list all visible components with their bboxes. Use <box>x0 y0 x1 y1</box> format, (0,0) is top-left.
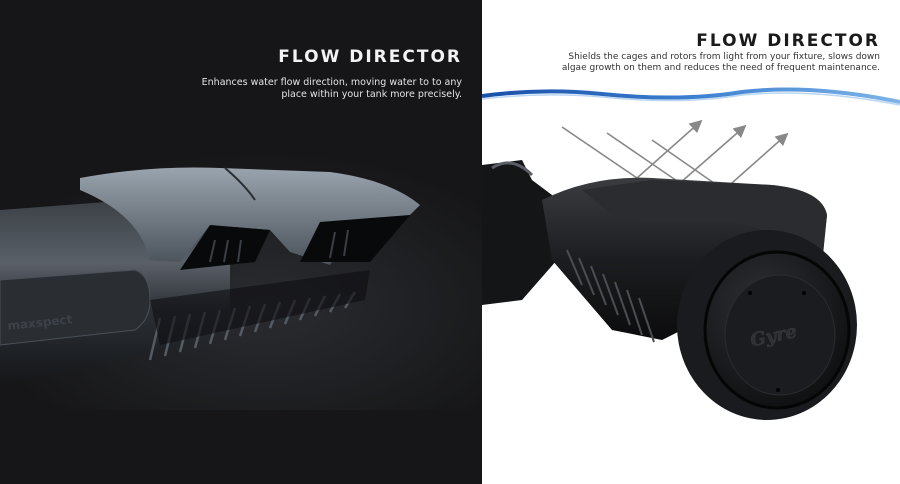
description-line: Shields the cages and rotors from light … <box>568 52 880 62</box>
water-surface-line <box>482 87 900 104</box>
feature-title: FLOW DIRECTOR <box>278 47 462 67</box>
maxspect-logo: maxspect <box>7 312 73 333</box>
description-line: algae growth on them and reduces the nee… <box>561 63 880 73</box>
left-feature-panel: maxspect <box>0 0 482 484</box>
description-line: place within your tank more precisely. <box>281 89 462 100</box>
description-line: Enhances water flow direction, moving wa… <box>201 77 462 88</box>
feature-description: Shields the cages and rotors from light … <box>562 52 880 74</box>
feature-description: Enhances water flow direction, moving wa… <box>202 77 462 101</box>
right-feature-panel: Gyre FLOW DIRECTOR Shields the cages and… <box>482 0 900 484</box>
maxspect-pump-illustration: maxspect <box>0 150 482 410</box>
feature-title: FLOW DIRECTOR <box>696 31 880 51</box>
gyre-pump-illustration: Gyre <box>482 87 900 420</box>
